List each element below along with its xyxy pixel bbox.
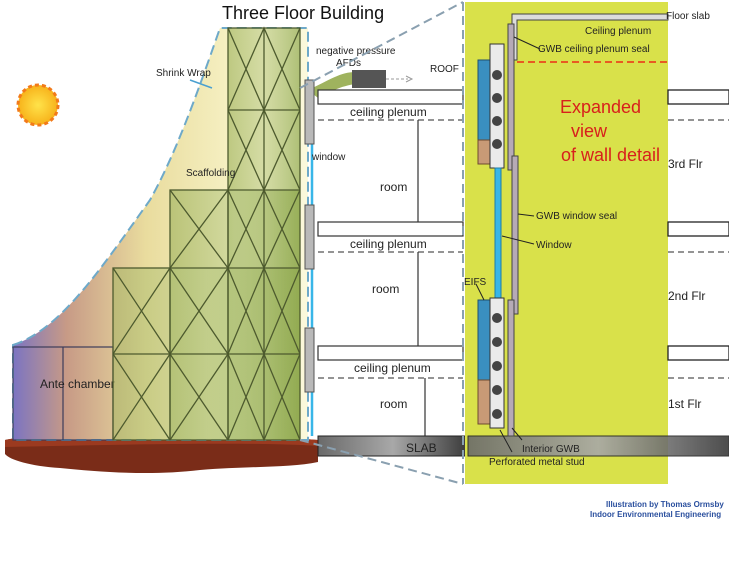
scaffolding — [112, 26, 301, 442]
expanded-label-2: view — [571, 121, 608, 141]
floor-3-label: 3rd Flr — [668, 157, 703, 171]
ceiling-plenum-label-3: ceiling plenum — [350, 105, 427, 119]
floor-slab-label: Floor slab — [666, 11, 710, 22]
slab-label: SLAB — [406, 441, 437, 455]
expanded-label-3: of wall detail — [561, 145, 660, 165]
expanded-label-1: Expanded — [560, 97, 641, 117]
gwb-window-seal-label: GWB window seal — [536, 211, 617, 222]
ceiling-plenum-label-2: ceiling plenum — [350, 237, 427, 251]
roof-label: ROOF — [430, 64, 459, 75]
interior-gwb-label: Interior GWB — [522, 444, 580, 455]
negative-pressure-label: negative pressure — [316, 46, 396, 57]
ceiling-plenum-label-1: ceiling plenum — [354, 361, 431, 375]
window-detail-label: Window — [536, 240, 572, 251]
credit-line-2: Indoor Environmental Engineering — [590, 510, 721, 519]
floor-2-label: 2nd Flr — [668, 289, 705, 303]
shrink-wrap-label: Shrink Wrap — [156, 68, 211, 79]
credit-line-1: Illustration by Thomas Ormsby — [606, 500, 724, 509]
ante-chamber-label: Ante chamber — [40, 377, 115, 391]
room-label-3: room — [380, 180, 407, 194]
building-section — [304, 70, 469, 457]
perforated-stud-label: Perforated metal stud — [489, 457, 585, 468]
ceiling-plenum-detail-label: Ceiling plenum — [585, 26, 651, 37]
eifs-label: EIFS — [464, 277, 487, 288]
ground-slab — [317, 435, 469, 457]
sun-icon — [16, 83, 60, 127]
afd-unit — [352, 70, 386, 88]
floor-1-label: 1st Flr — [668, 397, 701, 411]
diagram-title: Three Floor Building — [222, 3, 384, 23]
gwb-ceiling-plenum-seal-label: GWB ceiling plenum seal — [538, 44, 650, 55]
room-label-2: room — [372, 282, 399, 296]
window-label: window — [311, 152, 346, 163]
wall-detail — [475, 13, 669, 453]
scaffolding-label: Scaffolding — [186, 168, 235, 179]
room-label-1: room — [380, 397, 407, 411]
afds-label: AFDs — [336, 58, 361, 69]
